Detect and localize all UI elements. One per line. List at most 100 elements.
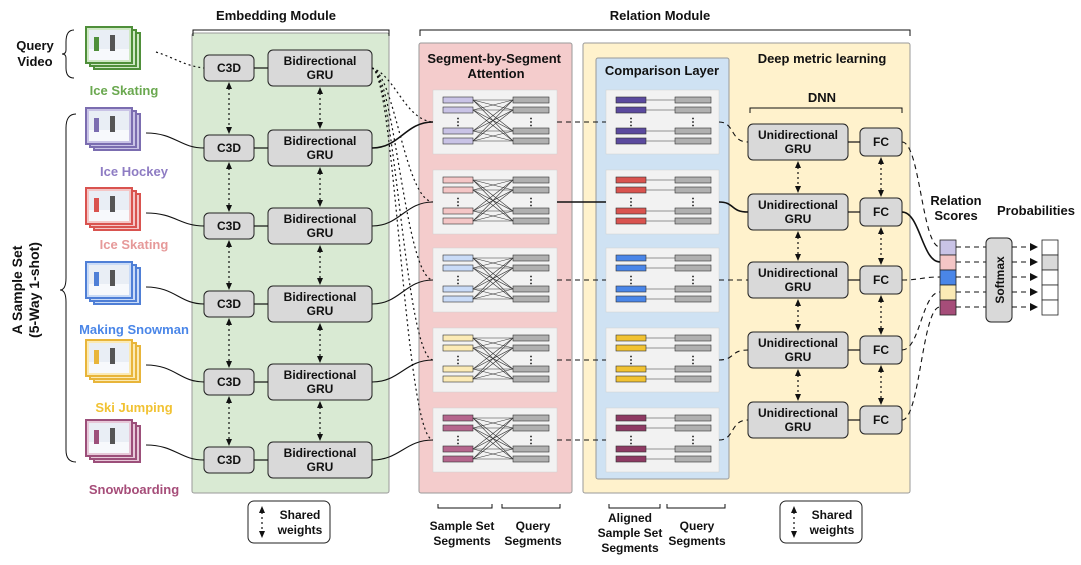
query-segment: [674, 264, 712, 272]
query-segment: [674, 186, 712, 194]
relation-bracket: [419, 29, 911, 36]
relation-score-5: [939, 299, 957, 316]
query-segment: [512, 445, 550, 453]
sample-segment: [615, 455, 647, 463]
unigru-4-label: GRU: [785, 350, 812, 364]
shared-c3d-arrow: [226, 82, 232, 134]
sample-segment: [442, 295, 474, 303]
relation-scores-label-2: Scores: [934, 208, 977, 223]
sample-segment: [442, 217, 474, 225]
probability-5: [1041, 299, 1059, 316]
sample-segment: [615, 217, 647, 225]
sample-segment: [615, 137, 647, 145]
query-segments-2-caption: Segments: [668, 534, 726, 548]
sample-segment: [615, 264, 647, 272]
svg-text:⋮: ⋮: [526, 355, 536, 366]
svg-text:⋮: ⋮: [526, 117, 536, 128]
comparison-layer-title: Comparison Layer: [605, 63, 719, 78]
sample1-name: Ice Hockey: [100, 164, 169, 179]
query-segments-2-bracket: [666, 504, 726, 509]
fc-5: FC: [859, 405, 903, 435]
query-segments-caption: Query: [516, 519, 551, 533]
unigru-3-label: GRU: [785, 280, 812, 294]
query-c3d: C3D: [203, 54, 255, 82]
unigru-5-label: Unidirectional: [758, 406, 838, 420]
fc-5-label: FC: [873, 413, 889, 427]
sample1-c3d-label: C3D: [217, 141, 241, 155]
sample-segment: [615, 375, 647, 383]
sample-segment: [442, 264, 474, 272]
sample-segment: [442, 186, 474, 194]
query-segment: [512, 365, 550, 373]
sample-segment: [615, 365, 647, 373]
attention-block-2: ⋮⋮: [432, 169, 558, 235]
query-segment: [512, 137, 550, 145]
softmax-label: Softmax: [993, 256, 1007, 304]
sample1-thumbnail: [85, 107, 141, 151]
embedding-module-panel: [191, 32, 390, 494]
query-segment: [674, 365, 712, 373]
sample1-attention-link: [371, 121, 434, 149]
svg-text:⋮: ⋮: [626, 435, 636, 446]
svg-text:⋮: ⋮: [626, 355, 636, 366]
sample4-c3d-label: C3D: [217, 375, 241, 389]
query-segment: [674, 424, 712, 432]
shared-fc-arrow: [878, 295, 884, 335]
sample3-attention-link: [371, 279, 434, 305]
relation-score-4: [939, 284, 957, 301]
query-segment: [512, 264, 550, 272]
query-segment: [674, 96, 712, 104]
probability-1: [1041, 239, 1059, 256]
shared-fc-arrow: [878, 365, 884, 405]
comparison-block-4: ⋮⋮: [605, 327, 720, 393]
sample-segment: [442, 414, 474, 422]
shared-unigru-arrow: [795, 369, 801, 401]
probability-4: [1041, 284, 1059, 301]
deep-metric-title: Deep metric learning: [758, 51, 887, 66]
query-segment: [512, 186, 550, 194]
svg-text:Shared: Shared: [812, 508, 853, 522]
attention-block-1: ⋮⋮: [432, 89, 558, 155]
query-segment: [674, 127, 712, 135]
sample-segment: [442, 176, 474, 184]
sample-segment: [615, 295, 647, 303]
sample-segment: [442, 455, 474, 463]
sample-segment: [442, 207, 474, 215]
svg-text:⋮: ⋮: [626, 197, 636, 208]
sample4-c3d: C3D: [203, 368, 255, 396]
probability-2: [1041, 254, 1059, 271]
fc-3-label: FC: [873, 273, 889, 287]
query-segment: [674, 455, 712, 463]
comparison-block-1: ⋮⋮: [605, 89, 720, 155]
fc-2: FC: [859, 197, 903, 227]
relation-score-3: [939, 269, 957, 286]
unigru-3-label: Unidirectional: [758, 266, 838, 280]
comparison-block-3: ⋮⋮: [605, 247, 720, 313]
shared-c3d-arrow: [226, 396, 232, 446]
sample-segment: [442, 96, 474, 104]
query-segment: [512, 295, 550, 303]
query-segment: [674, 217, 712, 225]
query-attention-link: [371, 67, 434, 123]
sample3-bigru-label: Bidirectional: [284, 290, 357, 304]
unigru-5-label: GRU: [785, 420, 812, 434]
query-segment: [512, 207, 550, 215]
sample-set-segments-caption: Segments: [433, 534, 491, 548]
sample5-to-c3d-link: [145, 444, 205, 461]
sample4-bigru-label: Bidirectional: [284, 368, 357, 382]
sample2-to-c3d-link: [145, 212, 205, 227]
query-segments-bracket: [501, 504, 561, 509]
sample2-attention-link: [371, 201, 434, 227]
fc-2-label: FC: [873, 205, 889, 219]
svg-text:Shared: Shared: [280, 508, 321, 522]
embedding-bracket: [192, 29, 390, 36]
query-segment: [512, 334, 550, 342]
shared-gru-arrow: [317, 245, 323, 285]
sample2-thumbnail: [85, 187, 141, 231]
